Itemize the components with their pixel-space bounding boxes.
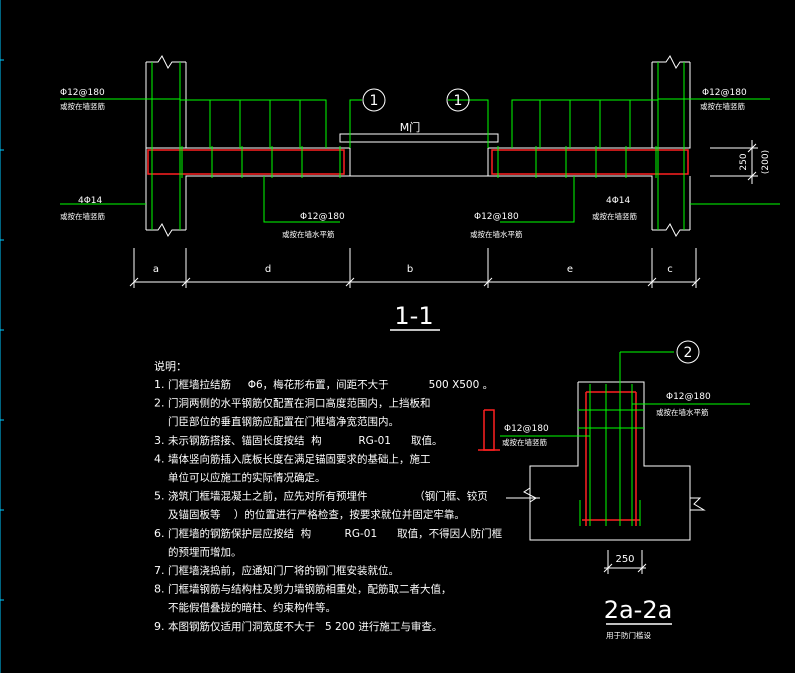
note-text: 门框墙拉结筋 Φ6，梅花形布置，间距不大于 500 X500 。 [168, 378, 493, 391]
note-text: 浇筑门框墙混凝土之前，应先对所有预埋件 （钢门框、铰页 [168, 490, 488, 503]
section-title-1-1: 1-1 [394, 302, 433, 330]
note-text: 本图钢筋仅适用门洞宽度不大于 5 200 进行施工与审查。 [168, 620, 442, 633]
rebar-note-top-right: 或按在墙竖筋 [700, 101, 745, 111]
section-2a-width-dim [603, 550, 647, 574]
section-1-1: 1 1 M门 Φ12@180 或按在墙竖筋 Φ12@180 或按在墙竖筋 4Φ1… [60, 55, 780, 331]
note-number: 6. [154, 527, 165, 540]
note-number: 9. [154, 620, 165, 633]
rebar-label-bottom-left: 4Φ14 [78, 196, 103, 206]
rebar-label-mid-left: Φ12@180 [300, 212, 345, 222]
note-number: 1. [154, 378, 165, 391]
rebar-note-mid-right: 或按在墙水平筋 [470, 229, 523, 239]
note-text: 门臣部位的垂直钢筋应配置在门框墙净宽范围内。 [168, 415, 399, 428]
rebar-note-top-left: 或按在墙竖筋 [60, 101, 105, 111]
note-text: 单位可以应施工的实际情况确定。 [168, 471, 326, 484]
dim-height: 250 [739, 153, 749, 170]
notes-lines: 1.门框墙拉结筋 Φ6，梅花形布置，间距不大于 500 X500 。2.门洞两侧… [154, 378, 503, 633]
rebar-label-bottom-right: 4Φ14 [606, 196, 631, 206]
dim-b: b [407, 264, 413, 275]
marker-2-label: 2 [684, 345, 693, 361]
section-2a-rebar-green [500, 351, 750, 526]
note-text: 门框墙钢筋与结构柱及剪力墙钢筋相重处，配筋取二者大值， [168, 583, 452, 596]
rebar-label-2a-left: Φ12@180 [504, 424, 549, 434]
note-text: 的预埋而增加。 [168, 545, 242, 558]
note-number: 7. [154, 564, 165, 577]
dim-2a-width: 250 [615, 554, 634, 565]
rebar-note-bottom-left: 或按在墙竖筋 [60, 211, 105, 221]
dim-d: d [265, 264, 271, 275]
rebar-note-2a-left: 或按在墙竖筋 [502, 437, 547, 447]
note-number: 8. [154, 583, 165, 596]
marker-label: 1 [454, 93, 463, 109]
rebar-vertical-green [151, 62, 685, 230]
dim-height-alt: (200) [761, 150, 771, 174]
note-text: 未示钢筋搭接、锚固长度按结 构 RG-01 取值。 [168, 434, 443, 447]
section-2a-2a: 2 Φ12@180 或按在墙水平筋 Φ12@180 或按在墙竖筋 250 2a-… [478, 340, 750, 640]
rebar-label-top-right: Φ12@180 [702, 88, 747, 98]
door-label: M门 [400, 120, 421, 134]
section-marker-1-left: 1 [362, 88, 386, 112]
rebar-label-2a-right: Φ12@180 [666, 392, 711, 402]
height-dimension [710, 140, 758, 184]
section-title-2a-2a: 2a-2a [604, 596, 673, 624]
note-number: 5. [154, 490, 165, 503]
rebar-note-mid-left: 或按在墙水平筋 [282, 229, 335, 239]
note-text: 不能假借叠拢的暗柱、约束构件等。 [168, 601, 336, 614]
section-marker-2 [676, 340, 700, 364]
rebar-horizontal-red [147, 149, 689, 175]
leader-lines [60, 98, 780, 223]
rebar-note-bottom-right: 或按在墙竖筋 [592, 211, 637, 221]
rebar-label-top-left: Φ12@180 [60, 88, 105, 98]
section-2a-outline [506, 381, 706, 541]
note-text: 门框墙浇捣前，应通知门厂将的钢门框安装就位。 [168, 564, 399, 577]
dimension-chain [129, 248, 701, 288]
note-number: 2. [154, 397, 165, 410]
rebar-label-mid-right: Φ12@180 [474, 212, 519, 222]
viewport-edge-marks [0, 0, 4, 673]
dim-e: e [567, 264, 573, 275]
section-2a-subtitle: 用于防门槛设 [606, 630, 651, 640]
note-text: 墙体竖向筋插入底板长度在满足锚固要求的基础上，施工 [168, 452, 431, 465]
note-text: 门洞两侧的水平钢筋仅配置在洞口高度范围内，上挡板和 [168, 397, 431, 410]
wall-outline [145, 55, 691, 237]
notes-heading: 说明： [154, 359, 187, 373]
note-text: 及锚固板等 ）的位置进行严格检查，按要求就位并固定牢靠。 [168, 508, 465, 521]
note-number: 4. [154, 452, 165, 465]
rebar-note-2a-right: 或按在墙水平筋 [656, 407, 709, 417]
note-number: 3. [154, 434, 165, 447]
section-marker-1-right: 1 [446, 88, 470, 112]
section-2a-rebar-red [478, 391, 640, 526]
marker-label: 1 [370, 93, 379, 109]
dim-a: a [153, 264, 159, 275]
note-text: 门框墙的钢筋保护层应按结 构 RG-01 取值，不得因人防门框 [168, 527, 503, 540]
notes-block: 说明： 1.门框墙拉结筋 Φ6，梅花形布置，间距不大于 500 X500 。2.… [154, 359, 503, 633]
dim-c: c [667, 264, 673, 275]
